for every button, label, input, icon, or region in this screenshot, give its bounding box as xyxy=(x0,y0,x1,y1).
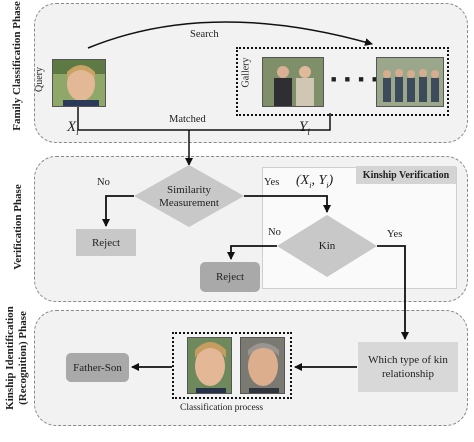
x-symbol: X xyxy=(67,119,77,135)
pair-label: (Xi, Yi) xyxy=(296,173,333,190)
similarity-label: Similarity Measurement xyxy=(159,184,219,209)
son-face-icon xyxy=(188,338,231,393)
gallery-image-1 xyxy=(262,57,324,107)
kin-no-label: No xyxy=(268,227,281,238)
reject-box-1: Reject xyxy=(76,229,136,256)
query-face-image xyxy=(52,59,106,107)
search-arrow xyxy=(87,21,373,49)
son-face-image xyxy=(187,337,232,394)
father-son-box: Father-Son xyxy=(66,353,129,382)
matched-connector xyxy=(77,107,331,131)
similarity-diamond xyxy=(134,165,244,227)
y-symbol: Y xyxy=(299,119,308,135)
search-label: Search xyxy=(190,29,219,40)
kin-yes-label: Yes xyxy=(387,229,403,240)
similarity-no-label: No xyxy=(97,177,110,188)
gallery-image-n xyxy=(376,57,444,107)
x-subscript: i xyxy=(76,127,79,137)
gallery-frame xyxy=(236,47,449,116)
similarity-yes-arrow xyxy=(244,195,331,213)
pair-mid: , Y xyxy=(311,173,327,188)
y-subscript: i xyxy=(307,127,310,137)
classification-frame xyxy=(172,332,292,399)
classification-process-label: Classification process xyxy=(180,403,264,413)
pair-close: ) xyxy=(328,173,334,188)
kinship-verification-title: Kinship Verification xyxy=(356,166,456,184)
matched-label: Matched xyxy=(169,114,206,125)
pair-sub-y: i xyxy=(326,180,329,190)
kin-no-arrow xyxy=(227,245,277,260)
father-face-image xyxy=(240,337,285,394)
which-type-box: Which type of kin relationship xyxy=(358,342,458,392)
kinship-verification-panel xyxy=(262,167,457,289)
gallery-group-icon xyxy=(377,58,443,106)
kin-diamond xyxy=(277,215,377,277)
query-face-icon xyxy=(53,60,105,106)
kin-yes-arrow xyxy=(377,245,409,340)
gallery-ellipsis: ■ ■ ■ ■ xyxy=(331,74,381,84)
similarity-no-arrow xyxy=(102,195,134,227)
pair-sub-x: i xyxy=(309,180,312,190)
similarity-yes-label: Yes xyxy=(264,177,280,188)
y-i-label: Yi xyxy=(299,119,310,137)
x-i-label: Xi xyxy=(67,119,79,137)
pair-open: (X xyxy=(296,173,310,188)
gallery-people-icon xyxy=(263,58,323,106)
reject-box-2: Reject xyxy=(200,262,260,292)
kin-label: Kin xyxy=(318,240,336,252)
father-face-icon xyxy=(241,338,284,393)
